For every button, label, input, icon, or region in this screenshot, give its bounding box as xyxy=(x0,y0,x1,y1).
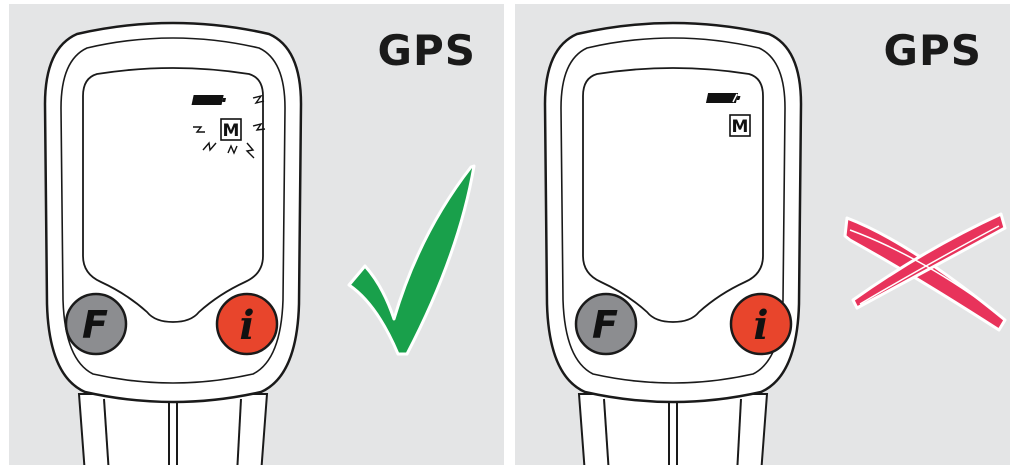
i-button[interactable]: i xyxy=(731,294,791,354)
display-screen xyxy=(583,68,763,322)
mode-letter: M xyxy=(223,121,240,141)
panel-correct: M F i GPS xyxy=(9,4,504,465)
cross-icon xyxy=(845,214,1005,330)
f-button-label: F xyxy=(82,303,108,347)
f-button[interactable]: F xyxy=(66,294,126,354)
mode-indicator: M xyxy=(221,119,241,141)
panel-title: GPS xyxy=(377,30,476,72)
device-handle xyxy=(79,394,267,465)
panel-title: GPS xyxy=(883,30,982,72)
checkmark-icon xyxy=(349,166,474,354)
i-button[interactable]: i xyxy=(217,294,277,354)
device-handle xyxy=(579,394,767,465)
panel-incorrect: M F i GPS xyxy=(515,4,1010,465)
mode-indicator: M xyxy=(730,115,750,137)
i-button-label: i xyxy=(753,302,768,349)
mode-letter: M xyxy=(732,117,749,137)
i-button-label: i xyxy=(239,302,254,349)
f-button-label: F xyxy=(592,303,618,347)
display-screen xyxy=(83,68,263,322)
f-button[interactable]: F xyxy=(576,294,636,354)
